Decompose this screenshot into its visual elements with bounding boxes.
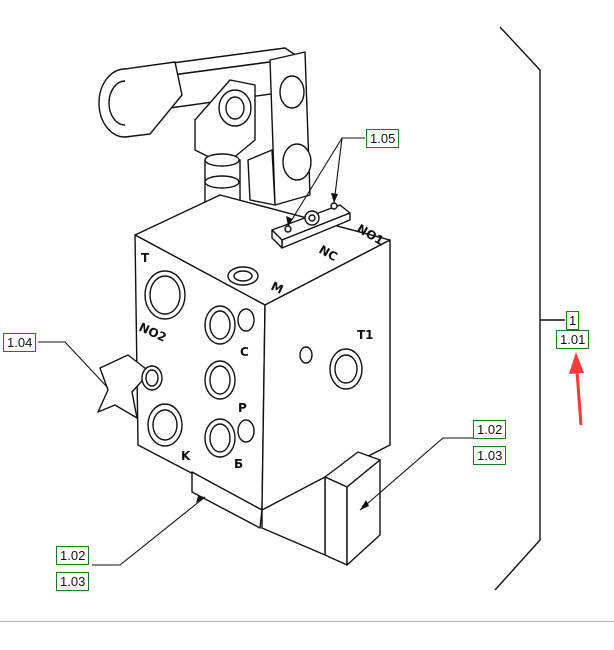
bottom-left-body <box>191 471 263 529</box>
callout-1-02-right[interactable]: 1.02 <box>473 420 507 439</box>
assembly-bracket <box>494 26 541 591</box>
solenoid-body <box>261 451 381 566</box>
port-label-b: Б <box>234 457 243 471</box>
handle-clevis <box>194 51 312 206</box>
port-label-k: K <box>181 449 191 463</box>
callout-1-04[interactable]: 1.04 <box>3 333 37 352</box>
port-label-t: T <box>141 251 150 265</box>
right-face-ports <box>299 346 363 390</box>
red-arrow <box>569 352 584 426</box>
callout-1-03-left[interactable]: 1.03 <box>56 572 90 591</box>
port-m <box>227 266 259 286</box>
screw-plate <box>271 202 351 249</box>
leader-lines <box>38 137 473 566</box>
adjust-knob <box>97 354 163 419</box>
callout-1-05[interactable]: 1.05 <box>366 129 400 148</box>
port-label-t1: T1 <box>357 328 374 342</box>
callout-1-01[interactable]: 1.01 <box>556 330 590 349</box>
leader-arrowheads <box>196 193 369 510</box>
port-label-p: P <box>238 401 247 415</box>
port-label-c: C <box>240 345 249 359</box>
bottom-divider-bar <box>0 621 614 650</box>
callout-1-02-left[interactable]: 1.02 <box>56 546 90 565</box>
callout-1-03-right[interactable]: 1.03 <box>473 446 507 465</box>
port-label-m: M <box>269 279 286 297</box>
handle-lever <box>98 47 301 138</box>
callout-1[interactable]: 1 <box>566 311 580 330</box>
left-face-ports <box>144 270 255 458</box>
